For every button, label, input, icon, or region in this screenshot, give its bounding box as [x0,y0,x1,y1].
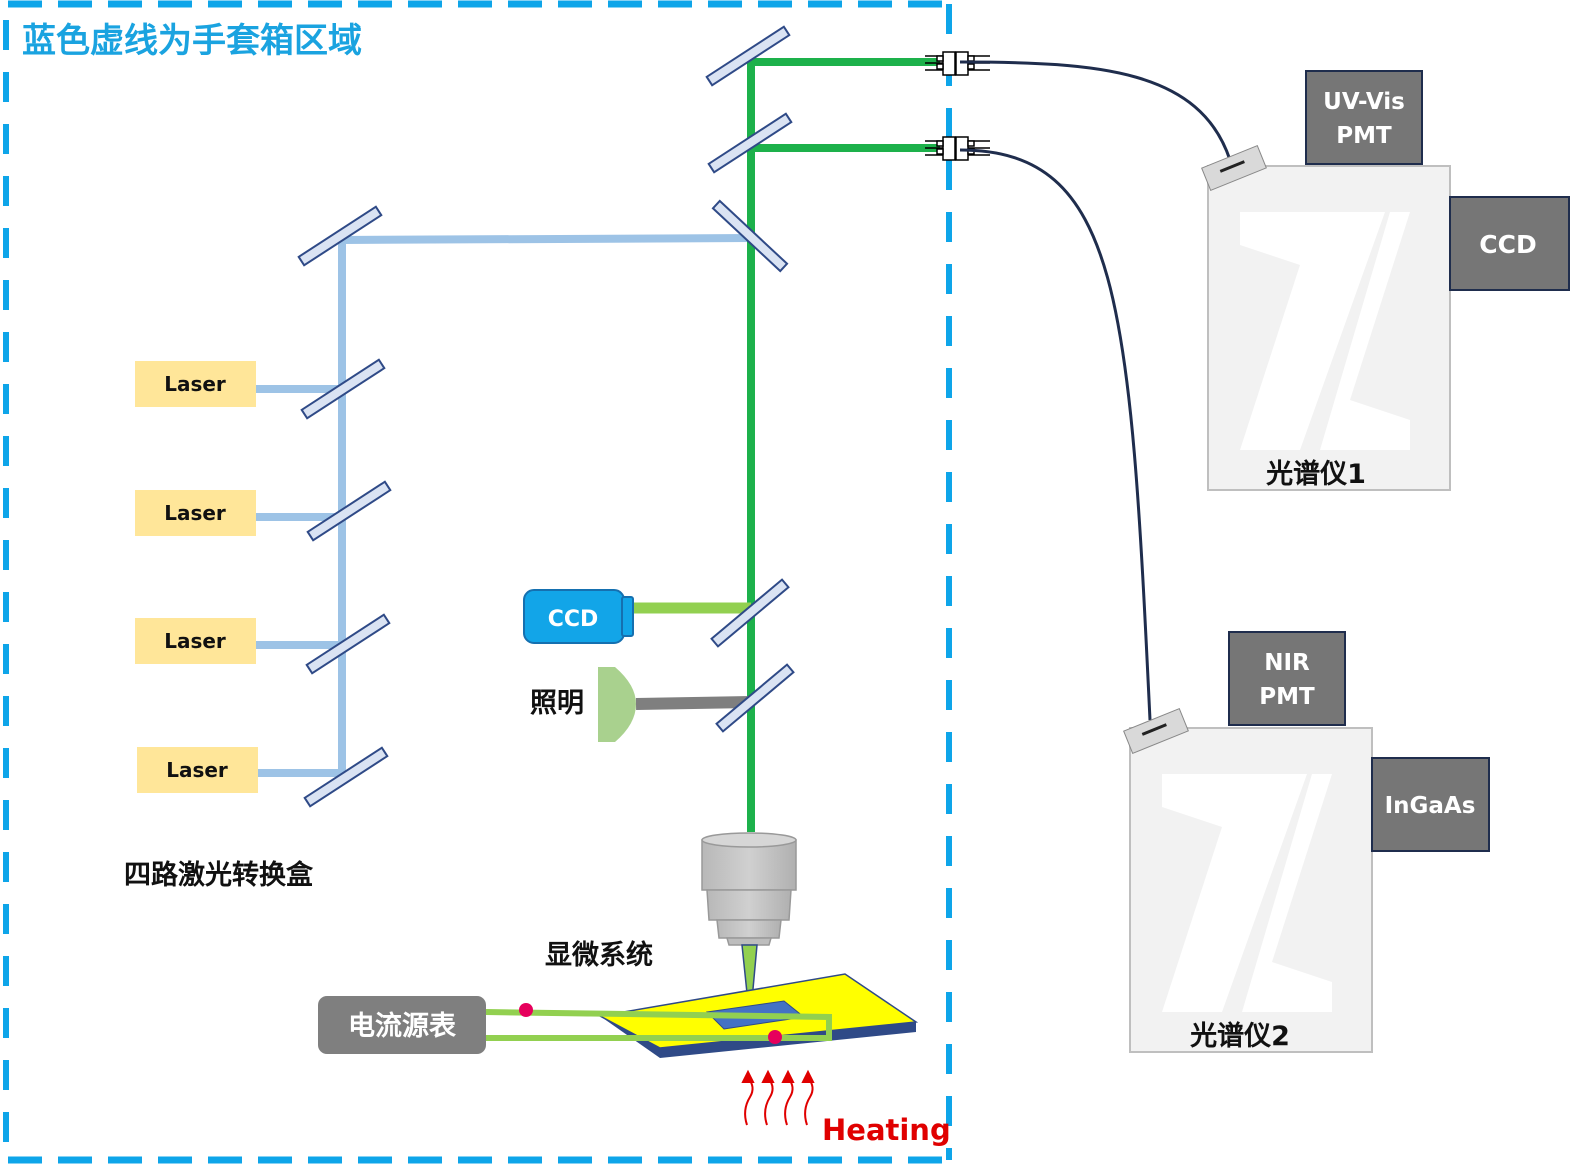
source-meter-label: 电流源表 [348,1011,456,1042]
ccd-camera[interactable]: CCD [523,589,634,644]
fiber-connector [925,136,990,161]
ccd-camera-label: CCD [548,607,599,632]
spectrometer-logo-icon [1162,774,1307,1012]
spectrometer-1[interactable] [1201,144,1451,491]
fiber-connector [925,51,990,76]
svg-text:Laser: Laser [166,758,228,782]
svg-text:UV-Vis: UV-Vis [1323,89,1405,115]
glovebox-boundary [3,0,952,1164]
contact-point [519,1003,533,1017]
laser-3[interactable]: Laser [135,618,256,664]
mirror [710,578,790,648]
mirror [715,663,795,733]
mirror [707,112,793,174]
laser-1[interactable]: Laser [135,361,256,407]
source-meter[interactable]: 电流源表 [318,996,486,1054]
mirror [711,199,789,273]
laser-beam-path [256,234,753,777]
svg-text:Laser: Laser [164,372,226,396]
spectrometer-1-label: 光谱仪1 [1265,458,1366,490]
svg-text:NIR: NIR [1264,650,1310,676]
detector-nir-pmt[interactable]: NIR PMT [1228,631,1346,726]
heating-label: Heating [822,1113,951,1147]
mirrors [297,25,795,808]
microscope-label: 显微系统 [545,939,653,971]
heating-arrows-icon [741,1069,815,1126]
svg-text:Laser: Laser [164,501,226,525]
illumination-beam [635,696,752,710]
laser-4[interactable]: Laser [137,747,258,793]
svg-text:CCD: CCD [1479,230,1536,259]
svg-text:InGaAs: InGaAs [1385,793,1476,819]
spectrometer-2[interactable] [1123,707,1373,1053]
mirror [300,358,386,420]
objective-lens-icon [701,832,797,1023]
detector-ccd[interactable]: CCD [1449,196,1570,291]
source-meter-wires [485,1009,832,1041]
mirror [705,25,791,87]
detector-ingaas[interactable]: InGaAs [1371,757,1490,852]
svg-text:PMT: PMT [1259,684,1315,710]
optical-fiber-1 [959,60,1232,161]
mirror [305,613,391,675]
illumination-label: 照明 [530,688,584,719]
mirror [303,746,389,808]
svg-text:PMT: PMT [1336,123,1392,149]
glovebox-title: 蓝色虚线为手套箱区域 [22,21,362,61]
optical-fiber-2 [959,148,1152,721]
detector-uvvis-pmt[interactable]: UV-Vis PMT [1305,70,1423,165]
spectrometer-logo-icon [1240,212,1385,450]
mirror [306,480,392,542]
spectrometer-2-label: 光谱仪2 [1189,1020,1290,1052]
mirror [297,205,383,267]
laser-converter-label: 四路激光转换盒 [124,859,314,891]
contact-point [768,1030,782,1044]
fiber-port-icon [1201,144,1267,192]
fiber-port-icon [1123,707,1189,755]
green-beam-path [747,58,940,832]
svg-text:Laser: Laser [164,629,226,653]
laser-2[interactable]: Laser [135,490,256,536]
illumination-lamp[interactable] [598,667,636,742]
